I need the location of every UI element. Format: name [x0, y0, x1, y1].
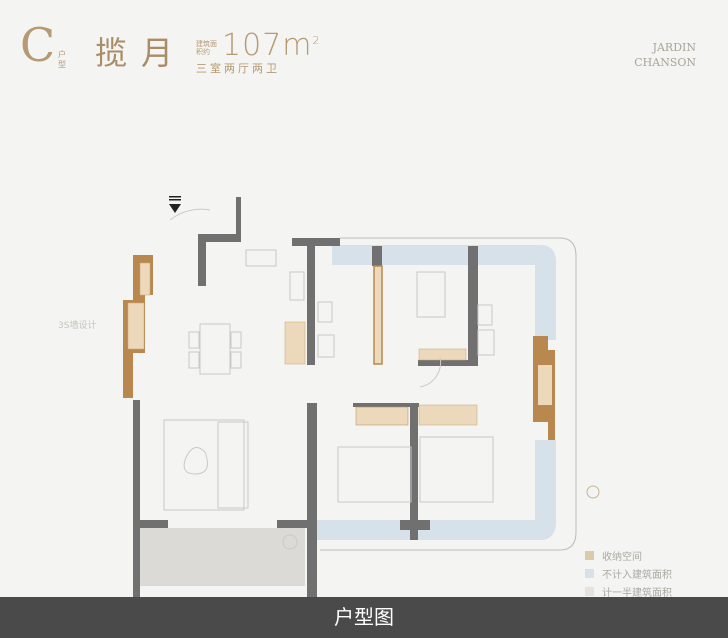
storage-kitchen [284, 321, 306, 365]
swatch-excluded [585, 568, 594, 578]
balcony-area [140, 528, 305, 586]
swatch-half [585, 586, 594, 596]
legend-item-excluded: 不计入建筑面积 [585, 564, 672, 582]
legend-label: 收纳空间 [602, 551, 642, 563]
storage-3s [139, 262, 151, 296]
wardrobe-bed1 [418, 404, 478, 426]
legend-label: 不计入建筑面积 [602, 569, 672, 581]
wall-3s-label: 3S墙设计 [58, 321, 97, 331]
brand-logo: JARDIN CHANSON [634, 40, 696, 70]
furniture [163, 208, 495, 550]
entrance-icon [169, 196, 181, 213]
excluded-area-lower [315, 440, 556, 540]
caption: 户型图 [0, 597, 728, 638]
unit-letter: C [20, 18, 56, 72]
brand-line1: JARDIN [652, 41, 696, 54]
legend-item-half: 计一半建筑面积 [585, 582, 672, 600]
area-value: 107m2 [222, 28, 321, 63]
brand-line2: CHANSON [634, 56, 696, 69]
area-unit: m [282, 28, 313, 63]
legend-item-storage: 收纳空间 [585, 546, 672, 564]
header: C 户型 揽月 建筑面积约 107m2 三室两厅两卫 JARDIN CHANSO… [0, 0, 728, 100]
unit-suffix: 户型 [58, 50, 66, 69]
area-sup: 2 [312, 34, 321, 47]
wardrobe-bed2 [355, 406, 409, 426]
wardrobe-study [373, 265, 383, 365]
area-number: 107 [222, 28, 283, 63]
north-icon [586, 485, 600, 499]
floor-plan [123, 196, 600, 597]
area-label: 建筑面积约 [196, 40, 217, 56]
legend: 收纳空间 不计入建筑面积 计一半建筑面积 [585, 546, 672, 600]
swatch-storage [585, 550, 594, 560]
storage-3s-2 [127, 302, 145, 350]
walls [133, 197, 478, 597]
wardrobe-hall [418, 348, 467, 361]
outer-outline [320, 237, 577, 551]
legend-label: 计一半建筑面积 [602, 587, 672, 599]
excluded-area [332, 245, 556, 340]
unit-name: 揽月 [95, 34, 188, 72]
layout-text: 三室两厅两卫 [196, 62, 280, 75]
